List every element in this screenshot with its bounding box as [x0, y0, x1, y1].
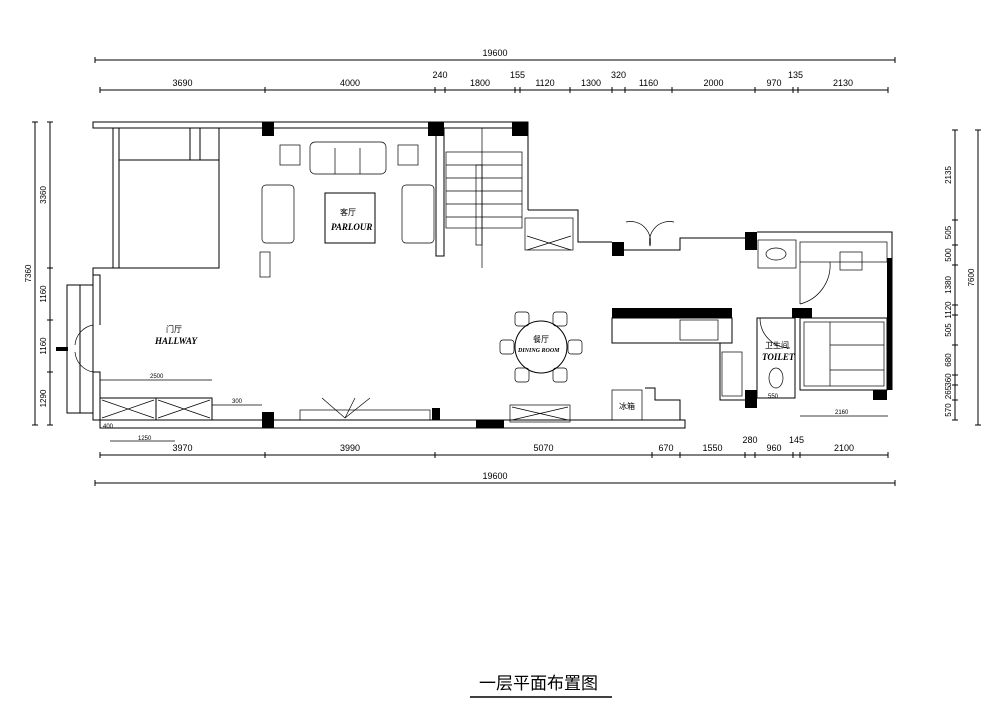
furniture [259, 141, 583, 383]
top-dim-label: 1160 [639, 78, 658, 88]
parlour-label-cn: 客厅 [340, 207, 356, 217]
right-dim-label: 360 [944, 373, 953, 387]
dining-label-cn: 餐厅 [533, 335, 549, 344]
top-dim-label: 4000 [340, 78, 360, 88]
toilet-label-cn: 卫生间 [765, 340, 789, 350]
hallway-label-cn: 门厅 [166, 324, 182, 334]
dim-hall-cabinet: 2500 [150, 374, 164, 380]
right-dim-label: 680 [944, 353, 953, 367]
bottom-dim-label: 1550 [702, 443, 722, 453]
top-total-dim-label: 19600 [482, 48, 507, 58]
toilet-label-en: TOILET [762, 352, 795, 362]
top-dim-label: 970 [766, 78, 781, 88]
bottom-dim-label: 960 [766, 443, 781, 453]
left-dim-label: 1290 [39, 389, 48, 407]
right-dim-label: 570 [944, 403, 953, 417]
room-labels: 客厅 PARLOUR 门厅 HALLWAY 餐厅 DINING ROOM 卫生间… [103, 207, 888, 442]
dim-toilet-small: 550 [768, 394, 779, 400]
dining-label-en: DINING ROOM [517, 348, 560, 354]
right-dim-label: 1380 [944, 276, 953, 294]
top-dim-label: 320 [611, 70, 626, 80]
parlour-label-en: PARLOUR [331, 222, 372, 232]
bottom-dim-label: 5070 [533, 443, 553, 453]
top-dim-label: 3690 [172, 78, 192, 88]
right-dim-label: 505 [944, 225, 953, 239]
walls: 冰箱 [56, 121, 893, 429]
left-dim-label: 1160 [39, 285, 48, 303]
fridge-label: 冰箱 [619, 401, 635, 411]
right-dim-label: 1120 [944, 301, 953, 319]
bottom-dim-label: 3990 [340, 443, 360, 453]
bottom-dim-label: 2100 [834, 443, 854, 453]
dim-side: 300 [232, 399, 243, 405]
right-dim-label: 505 [944, 323, 953, 337]
drawing-title: 一层平面布置图 [479, 674, 598, 694]
right-dim-label: 2135 [944, 166, 953, 184]
bottom-dim-label: 670 [658, 443, 673, 453]
top-dim-label: 1800 [470, 78, 490, 88]
bottom-total-dim-label: 19600 [482, 471, 507, 481]
left-total-dim-label: 7360 [24, 264, 33, 282]
top-dim-label: 240 [432, 70, 447, 80]
left-dim-label: 1160 [39, 337, 48, 355]
dim-bed-width: 2160 [835, 410, 849, 416]
top-dim-label: 135 [788, 70, 803, 80]
right-dim-label: 500 [944, 248, 953, 262]
top-dim-label: 2130 [833, 78, 853, 88]
top-dim-label: 1120 [535, 78, 554, 88]
dimension-lines: 19600 3690 4000 240 1800 155 1120 1300 320 1160 20… [24, 48, 981, 486]
dim-hall-small: 400 [103, 424, 114, 430]
left-dim-label: 3360 [39, 186, 48, 204]
bottom-dim-label: 145 [789, 435, 804, 445]
top-dim-label: 1300 [581, 78, 601, 88]
bottom-dim-label: 280 [742, 435, 757, 445]
top-dim-label: 2000 [703, 78, 723, 88]
stair-treads [445, 151, 523, 246]
bottom-dim-label: 3970 [172, 443, 192, 453]
right-dim-label: 265 [944, 385, 953, 399]
right-total-dim-label: 7600 [967, 268, 976, 286]
top-dim-label: 155 [510, 70, 525, 80]
hallway-label-en: HALLWAY [154, 336, 199, 346]
dim-hall-bottom: 1250 [138, 436, 152, 442]
